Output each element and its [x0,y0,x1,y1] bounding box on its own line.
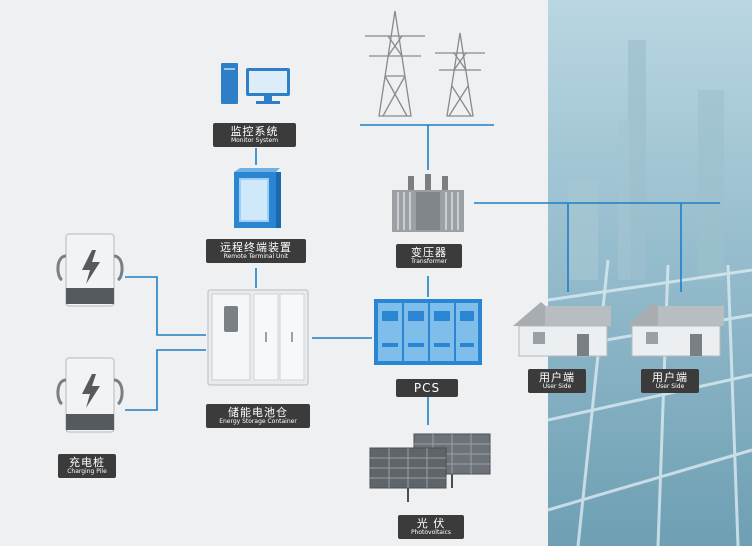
transformer-label: 变压器 Transformer [396,244,462,268]
city-background-image [548,0,752,546]
remote-terminal-unit-en: Remote Terminal Unit [223,253,289,260]
user-side-en-1: User Side [542,383,572,390]
monitor-system-cn: 监控系统 [230,125,279,138]
house-icon [626,302,724,357]
remote-terminal-unit-label: 远程终端装置 Remote Terminal Unit [206,239,306,263]
transformer-icon [392,174,464,232]
photovoltaics-en: Photovoltaics [410,529,452,536]
user-side-label-1: 用户端 User Side [528,369,586,393]
pcs-text: PCS [413,381,441,395]
energy-storage-label: 储能电池仓 Energy Storage Container [206,404,310,428]
power-tower-icon [365,10,485,117]
solar-panel-icon [369,433,491,502]
user-side-cn-1: 用户端 [539,371,575,384]
energy-storage-en: Energy Storage Container [219,418,297,425]
monitor-system-en: Monitor System [230,137,279,144]
charging-pile-icon [56,233,124,307]
pcs-label: PCS [396,379,458,397]
remote-terminal-unit-icon [234,168,281,228]
house-icon [513,302,611,357]
energy-storage-container-icon [207,289,309,386]
computer-icon [221,63,290,104]
pcs-cabinet-icon [374,299,482,365]
user-side-cn-2: 用户端 [652,371,688,384]
charging-pile-cn: 充电桩 [69,456,105,469]
charging-pile-icon [56,357,124,433]
photovoltaics-label: 光 伏 Photovoltaics [398,515,464,539]
charging-pile-label: 充电桩 Charging Pile [58,454,116,478]
charging-pile-en: Charging Pile [67,468,107,475]
monitor-system-label: 监控系统 Monitor System [213,123,296,147]
photovoltaics-cn: 光 伏 [416,517,446,530]
user-side-label-2: 用户端 User Side [641,369,699,393]
user-side-en-2: User Side [655,383,685,390]
energy-storage-cn: 储能电池仓 [228,406,288,419]
remote-terminal-unit-cn: 远程终端装置 [220,241,292,254]
transformer-en: Transformer [410,258,447,265]
transformer-cn: 变压器 [411,246,447,259]
